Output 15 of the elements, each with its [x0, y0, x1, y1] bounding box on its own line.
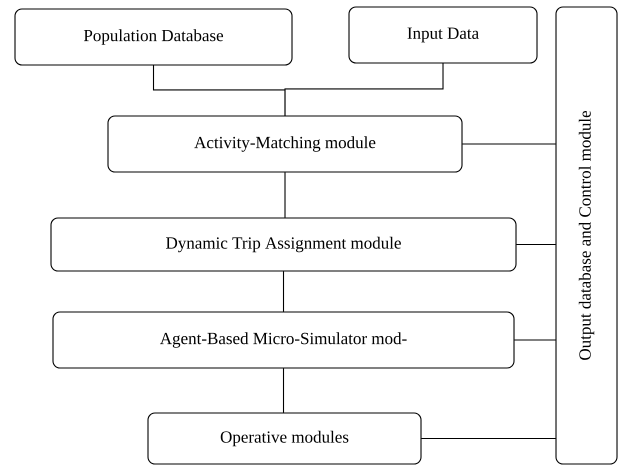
connector-line	[282, 368, 284, 412]
connector-line	[284, 64, 444, 116]
module-box: Output database and Control module	[555, 6, 618, 465]
module-box: Activity-Matching module	[107, 115, 463, 173]
connector-line	[462, 143, 556, 145]
module-box: Population Database	[14, 8, 293, 66]
connector-line	[282, 272, 284, 312]
connector-line	[422, 438, 556, 440]
module-box: Operative modules	[147, 412, 422, 465]
module-box: Agent-Based Micro-Simulator mod-	[52, 311, 515, 369]
module-box: Dynamic Trip Assignment module	[50, 217, 517, 272]
connector-line	[284, 172, 286, 218]
module-box: Input Data	[348, 6, 538, 64]
connector-line	[514, 339, 556, 341]
connector-line	[516, 244, 556, 246]
